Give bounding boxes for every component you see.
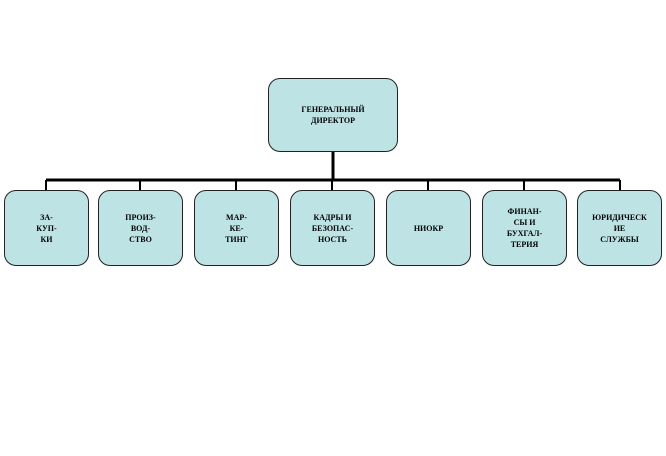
node-hr-security: КАДРЫ И БЕЗОПАС- НОСТЬ xyxy=(290,190,375,266)
node-production: ПРОИЗ- ВОД- СТВО xyxy=(98,190,183,266)
node-label: ГЕНЕРАЛЬНЫЙ ДИРЕКТОР xyxy=(301,105,365,125)
node-rnd: НИОКР xyxy=(386,190,471,266)
node-procurement: ЗА- КУП- КИ xyxy=(4,190,89,266)
node-label: ПРОИЗ- ВОД- СТВО xyxy=(125,212,156,244)
node-label: НИОКР xyxy=(413,223,444,233)
node-label: ФИНАН- СЫ И БУХГАЛ- ТЕРИЯ xyxy=(506,207,543,249)
node-label: КАДРЫ И БЕЗОПАС- НОСТЬ xyxy=(311,212,354,244)
node-finance-accounting: ФИНАН- СЫ И БУХГАЛ- ТЕРИЯ xyxy=(482,190,567,266)
node-general-director: ГЕНЕРАЛЬНЫЙ ДИРЕКТОР xyxy=(268,78,398,152)
node-label: ЮРИДИЧЕСК ИЕ СЛУЖБЫ xyxy=(592,212,647,244)
node-legal: ЮРИДИЧЕСК ИЕ СЛУЖБЫ xyxy=(577,190,662,266)
node-label: ЗА- КУП- КИ xyxy=(36,212,57,244)
node-marketing: МАР- КЕ- ТИНГ xyxy=(194,190,279,266)
node-label: МАР- КЕ- ТИНГ xyxy=(225,212,248,244)
